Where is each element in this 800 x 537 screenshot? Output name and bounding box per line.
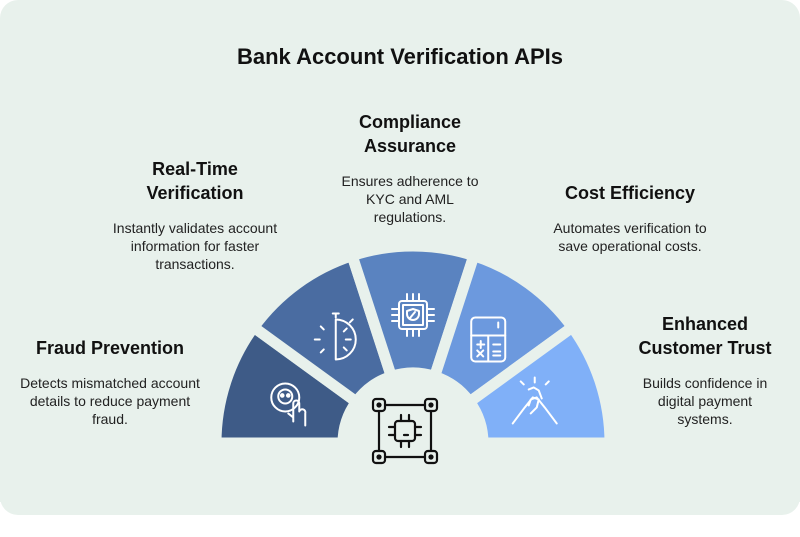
item-heading: Compliance Assurance	[358, 112, 462, 156]
calculator-icon	[470, 316, 507, 363]
item-compliance-assurance: Compliance Assurance Ensures adherence t…	[320, 110, 500, 226]
baseline-cover	[0, 442, 800, 502]
handshake-icon	[511, 376, 558, 425]
item-description: Ensures adherence to KYC and AML regulat…	[341, 173, 479, 225]
item-description: Builds confidence in digital payment sys…	[642, 375, 768, 427]
item-heading: Real-Time Verification	[146, 159, 244, 203]
item-heading: Enhanced Customer Trust	[638, 314, 772, 358]
skull-pointer-icon	[270, 382, 307, 427]
item-description: Detects mismatched account details to re…	[20, 375, 200, 427]
item-real-time-verification: Real-Time Verification Instantly validat…	[100, 157, 290, 273]
item-description: Instantly validates account information …	[112, 220, 278, 272]
item-description: Automates verification to save operation…	[553, 220, 707, 254]
circuit-chip-icon	[371, 397, 439, 465]
item-fraud-prevention: Fraud Prevention Detects mismatched acco…	[20, 336, 200, 428]
shield-chip-icon	[391, 293, 435, 337]
item-heading: Cost Efficiency	[564, 183, 696, 203]
item-cost-efficiency: Cost Efficiency Automates verification t…	[540, 181, 720, 255]
stopwatch-icon	[313, 312, 357, 361]
item-heading: Fraud Prevention	[35, 338, 185, 358]
page-title: Bank Account Verification APIs	[236, 44, 563, 69]
item-enhanced-customer-trust: Enhanced Customer Trust Builds confidenc…	[615, 312, 795, 428]
